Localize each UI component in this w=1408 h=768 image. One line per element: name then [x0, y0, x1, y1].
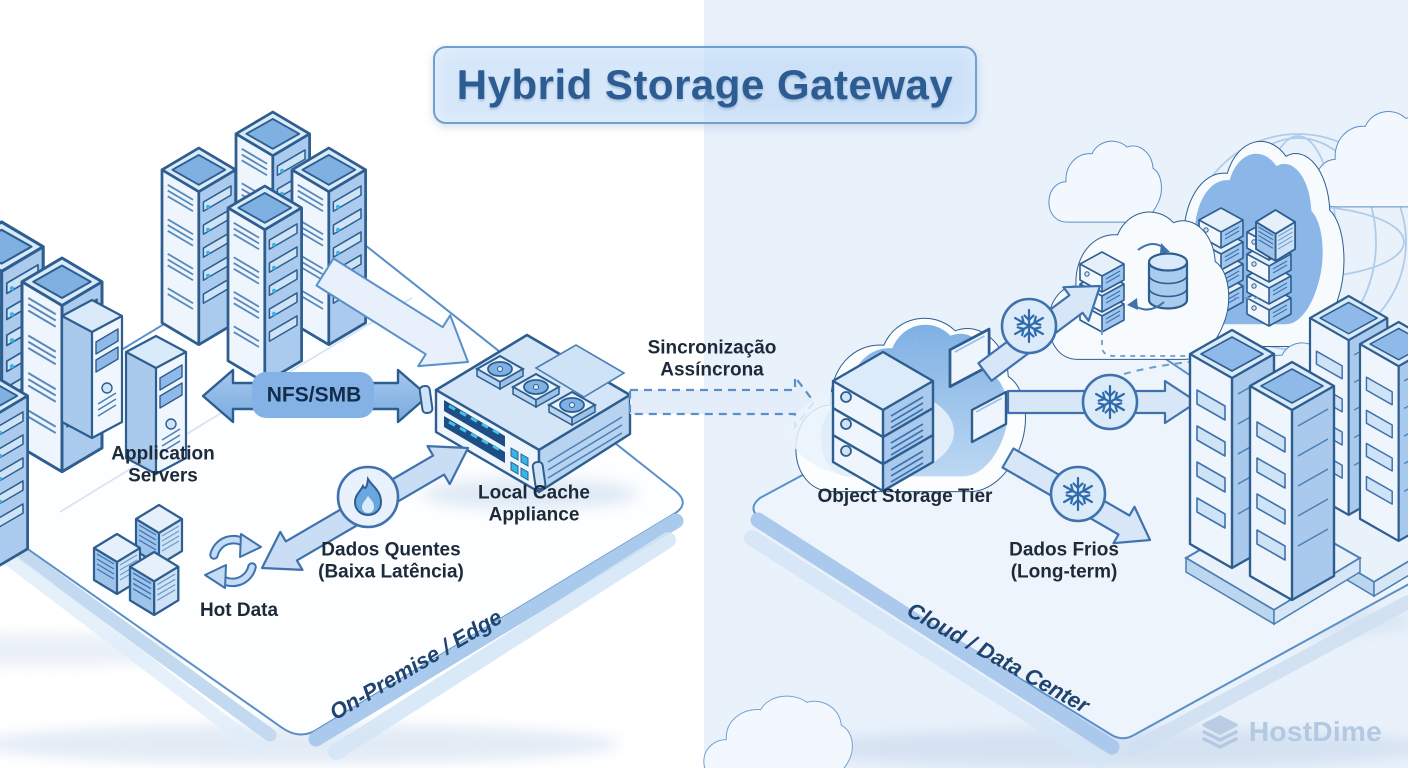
cloud-database-illustration [1048, 211, 1230, 360]
snowflake-icon-lower [1051, 467, 1105, 521]
small-cloud-icon [1048, 140, 1162, 223]
fire-icon [336, 465, 400, 529]
corner-cloud-icon [1315, 111, 1408, 208]
async-sync-label: Sincronização Assíncrona [647, 337, 777, 381]
snowflake-icon-middle [1083, 375, 1137, 429]
cold-storage-racks-illustration [1184, 294, 1408, 626]
object-storage-tier-label: Object Storage Tier [817, 485, 993, 507]
nfs-smb-arrow [201, 368, 430, 424]
title-banner: Hybrid Storage Gateway [433, 46, 977, 124]
sync-cycle-icon [204, 533, 262, 589]
page-title: Hybrid Storage Gateway [456, 61, 954, 108]
object-storage-illustration [790, 317, 1027, 493]
nfs-smb-label: NFS/SMB [266, 383, 362, 407]
hostdime-layers-icon [1202, 715, 1238, 749]
database-icon [1147, 252, 1189, 310]
hot-data-label: Hot Data [199, 599, 279, 621]
cold-flow-label: Dados Frios (Long-term) [1009, 539, 1119, 583]
snowflake-icon-upper [1002, 299, 1056, 353]
hostdime-logo: HostDime [1200, 714, 1382, 750]
bottom-cloud-icon [703, 695, 853, 768]
hot-flow-label: Dados Quentes (Baixa Latência) [318, 539, 464, 583]
local-cache-appliance-label: Local Cache Appliance [478, 482, 590, 526]
async-sync-arrow [628, 375, 816, 429]
application-servers-label: Application Servers [111, 443, 215, 487]
hostdime-logo-text: HostDime [1248, 716, 1382, 747]
application-servers-illustration [160, 110, 367, 385]
servers-to-appliance-arrow [315, 257, 469, 368]
local-cache-appliance-illustration [418, 333, 638, 510]
